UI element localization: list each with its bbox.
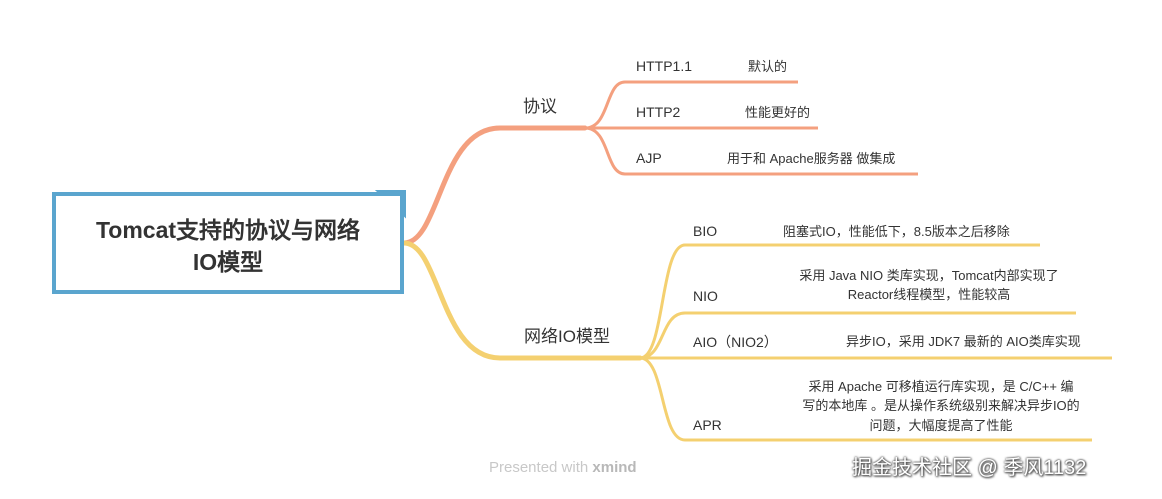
- root-topic-card[interactable]: [52, 192, 404, 294]
- branch-io-model-label[interactable]: 网络IO模型: [524, 327, 610, 346]
- xmind-logo-text: xmind: [592, 459, 637, 476]
- topic-bio[interactable]: BIO: [693, 223, 718, 239]
- root-title-line1: Tomcat支持的协议与网络: [95, 217, 361, 243]
- note-aio: 异步IO，采用 JDK7 最新的 AIO类库实现: [846, 334, 1081, 349]
- note-apr-line1: 采用 Apache 可移植运行库实现，是 C/C++ 编: [808, 379, 1074, 394]
- xmind-watermark: Presented with xmind: [489, 459, 637, 478]
- note-nio-line1: 采用 Java NIO 类库实现，Tomcat内部实现了: [799, 268, 1059, 283]
- credit-watermark: 掘金技术社区 @ 季风1132: [852, 457, 1087, 479]
- note-nio: 采用 Java NIO 类库实现，Tomcat内部实现了 Reactor线程模型…: [772, 268, 1086, 304]
- root-title-line2: IO模型: [192, 249, 264, 275]
- note-http11: 默认的: [748, 59, 788, 74]
- topic-http11[interactable]: HTTP1.1: [636, 58, 693, 74]
- note-apr-line3: 问题，大幅度提高了性能: [869, 417, 1013, 433]
- note-http2: 性能更好的: [745, 105, 811, 120]
- link-protocol-http11: [584, 80, 798, 130]
- watermark-prefix: Presented with: [489, 459, 589, 476]
- note-ajp: 用于和 Apache服务器 做集成: [727, 151, 896, 166]
- note-nio-line2: Reactor线程模型，性能较高: [847, 287, 1011, 303]
- link-root-ioModel: [401, 240, 643, 361]
- topic-apr[interactable]: APR: [693, 417, 722, 433]
- topic-nio[interactable]: NIO: [693, 288, 718, 304]
- note-apr: 采用 Apache 可移植运行库实现，是 C/C++ 编 写的本地库 。是从操作…: [776, 379, 1106, 434]
- branch-protocol-label[interactable]: 协议: [523, 97, 557, 116]
- topic-ajp[interactable]: AJP: [636, 150, 662, 166]
- link-io-bio: [639, 243, 1040, 360]
- topic-aio[interactable]: AIO（NIO2）: [693, 334, 778, 350]
- link-root-protocol: [401, 125, 588, 246]
- topic-http2[interactable]: HTTP2: [636, 104, 681, 120]
- note-apr-line2: 写的本地库 。是从操作系统级别来解决异步IO的: [802, 398, 1080, 414]
- root-topic-title: Tomcat支持的协议与网络 IO模型: [52, 214, 404, 278]
- link-io-apr: [639, 356, 1092, 442]
- link-io-nio: [639, 311, 1076, 360]
- link-protocol-ajp: [584, 126, 918, 176]
- note-bio: 阻塞式IO，性能低下，8.5版本之后移除: [783, 224, 1010, 239]
